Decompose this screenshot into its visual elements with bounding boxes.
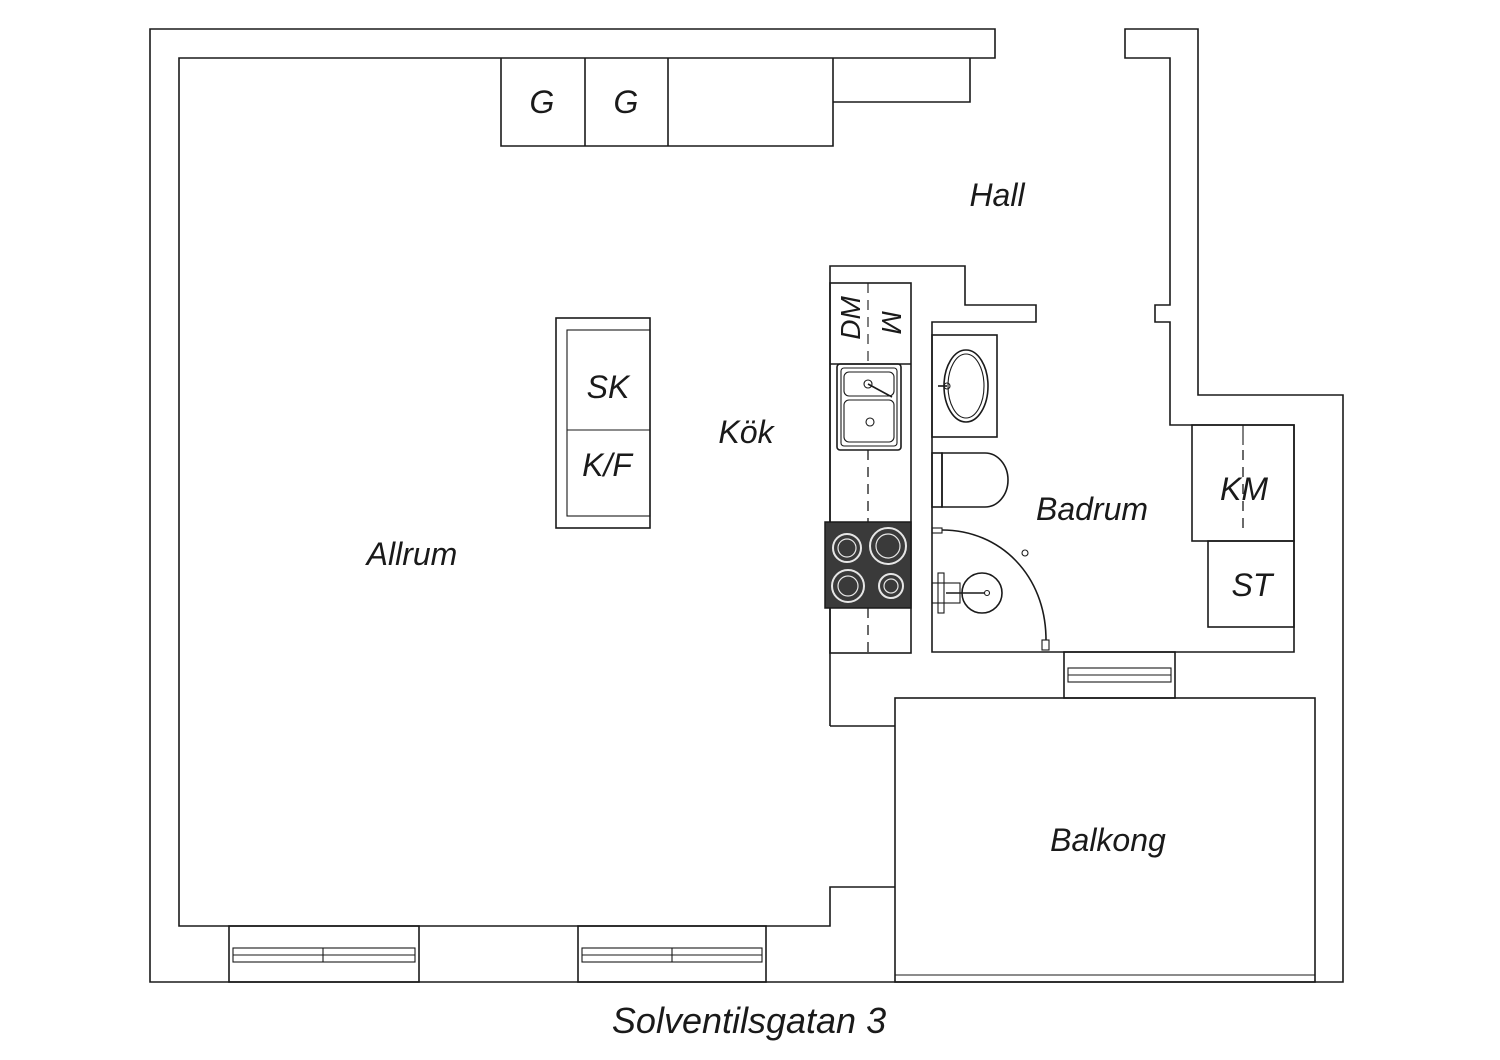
wardrobe-label-1: G: [530, 84, 555, 120]
freezer-label: SK: [587, 369, 631, 405]
shower-icon: [931, 527, 1050, 651]
stove-icon: [824, 521, 912, 609]
microwave-label: M: [876, 310, 907, 334]
kitchen-counter: DM M: [829, 282, 912, 654]
dryer-label: ST: [1232, 567, 1275, 603]
address-caption: Solventilsgatan 3: [612, 1000, 886, 1041]
balcony-door: [1063, 651, 1176, 699]
room-label-hall: Hall: [969, 177, 1025, 213]
room-label-kok: Kök: [718, 414, 775, 450]
washbasin-icon: [931, 334, 998, 438]
washing-machine-label: KM: [1220, 471, 1268, 507]
wardrobes: G G: [530, 58, 669, 146]
wardrobe-label-2: G: [614, 84, 639, 120]
fridge-freezer-unit: SK K/F: [555, 317, 651, 529]
room-label-badrum: Badrum: [1036, 491, 1148, 527]
dishwasher-label: DM: [835, 296, 866, 340]
outer-walls: [149, 28, 1344, 983]
balcony: [894, 697, 1316, 983]
fridge-freezer-label: K/F: [582, 447, 634, 483]
laundry-units: KM ST: [1191, 424, 1295, 628]
room-label-balkong: Balkong: [1050, 822, 1166, 858]
room-label-allrum: Allrum: [365, 536, 458, 572]
toilet-icon: [931, 452, 1009, 508]
windows-bottom: [228, 925, 767, 983]
kitchen-sink-icon: [836, 363, 902, 451]
